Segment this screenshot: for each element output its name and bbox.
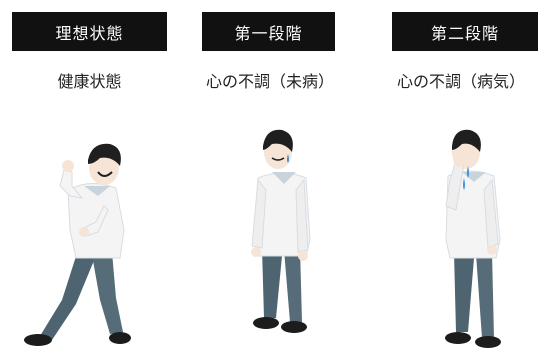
stage-subtitle: 健康状態 bbox=[57, 72, 122, 91]
mild-distress-person-figure bbox=[251, 129, 311, 333]
stage-label: 第二段階 bbox=[392, 12, 538, 51]
stage-first: 第一段階 心の不調（未病） bbox=[180, 0, 360, 352]
illness-person-figure bbox=[445, 129, 501, 348]
stage-label: 第一段階 bbox=[202, 12, 335, 51]
stage-subtitle: 心の不調（病気） bbox=[396, 72, 525, 91]
stage-subtitle: 心の不調（未病） bbox=[205, 72, 334, 91]
stage-label: 理想状態 bbox=[12, 12, 167, 51]
stage-second: 第二段階 心の不調（病気） bbox=[360, 0, 538, 352]
healthy-person-figure bbox=[24, 143, 131, 346]
stage-ideal: 理想状態 健康状態 bbox=[0, 0, 180, 352]
